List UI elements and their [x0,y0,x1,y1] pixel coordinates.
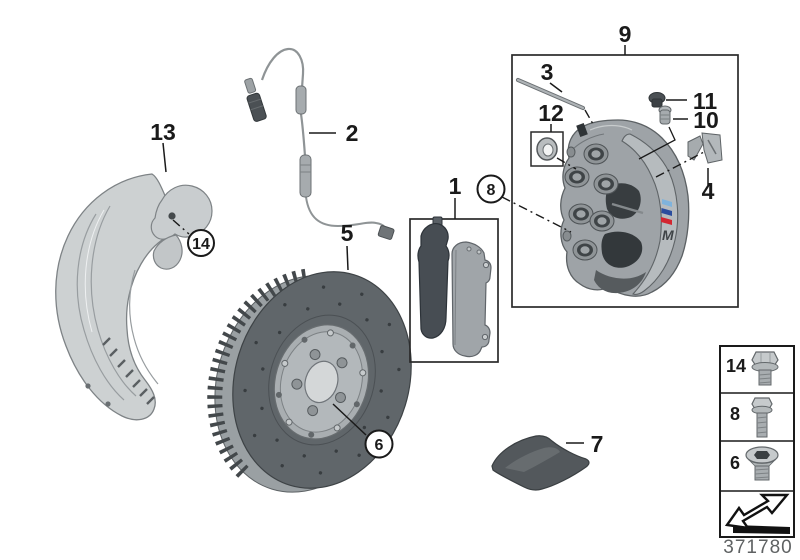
legend-label-8[interactable]: 8 [730,404,740,424]
legend-row-14[interactable]: 14 [726,351,779,386]
cable-grommet-lower [299,154,312,198]
caliper-pistons [564,143,619,261]
guide-pin [515,77,586,111]
caliper-port [576,122,588,138]
callout-2[interactable]: 2 [346,120,359,146]
callout-12[interactable]: 12 [538,100,564,126]
callout-6[interactable]: 6 [375,437,384,454]
seal-ring [530,131,564,167]
caliper-assembly: M [511,54,739,308]
m-stripe-red [661,217,672,225]
legend-row-6[interactable]: 6 [730,446,779,481]
hex-flange-bolt-icon [751,351,779,386]
countersunk-plug-screw-icon [745,446,779,481]
grease-packet [491,435,590,491]
callout-7[interactable]: 7 [591,431,604,457]
disc-drill-holes [243,285,401,475]
callout-10[interactable]: 10 [693,107,719,133]
retaining-clip [687,132,723,164]
m-logo: M [661,199,674,243]
sensor-head [244,77,267,122]
brake-caliper: M [560,119,690,297]
callout-11[interactable]: 11 [693,88,718,114]
pad-inner [417,223,450,339]
bleeder-valve [638,105,676,160]
sensor-connector [377,225,395,240]
hub-center-bore [304,360,339,404]
legend-label-14[interactable]: 14 [726,356,746,376]
shield-vent-slots [102,337,155,405]
m-stripe-dark-blue [661,208,672,216]
callout-8-circled[interactable]: 8 [476,174,506,204]
pad-outer [451,241,492,358]
direction-arrow-icon [724,493,790,534]
shield-bolt-hole [168,212,176,220]
m-stripe-light-blue [662,199,672,207]
callout-14[interactable]: 14 [192,236,210,253]
callout-14-circled[interactable]: 14 [187,229,215,257]
callout-13[interactable]: 13 [150,119,176,145]
cable-grommet-upper [295,85,307,115]
brake-pad-set [409,216,499,363]
callout-4[interactable]: 4 [702,178,715,204]
callout-3[interactable]: 3 [541,59,554,85]
bleeder-cap [648,92,666,108]
caliper-outer-band [621,133,679,295]
hub-flange-holes [275,329,367,438]
leader-lines [162,45,709,444]
brake-disc [207,268,412,493]
m-logo-letter: M [662,227,674,243]
fastener-legend: 14 8 [719,345,795,538]
callout-9[interactable]: 9 [619,21,632,47]
brake-pad-wear-sensor [244,47,395,240]
legend-row-8[interactable]: 8 [730,397,773,438]
legend-label-6[interactable]: 6 [730,453,740,473]
callout-1[interactable]: 1 [449,173,462,199]
hub-lug-holes [291,349,348,417]
callout-8[interactable]: 8 [487,182,496,199]
pad-set-frame [409,218,499,363]
hex-flange-bolt-long-icon [751,397,773,438]
callout-5[interactable]: 5 [341,220,354,246]
diagram-number: 371780 [723,537,792,558]
pad-retaining-pin [611,202,644,215]
callout-6-circled[interactable]: 6 [364,429,394,459]
brake-dust-shield [55,173,213,421]
